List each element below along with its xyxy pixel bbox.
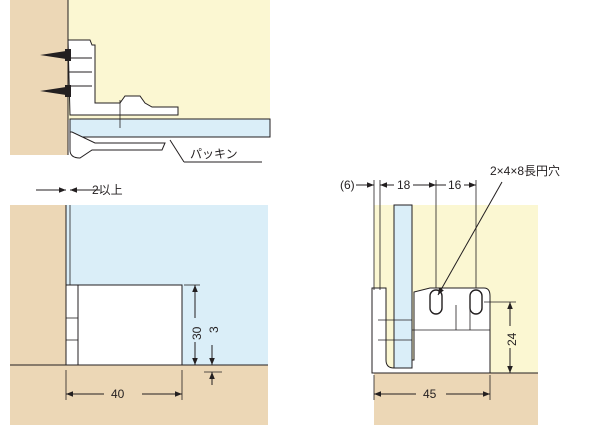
dim-45: 45 xyxy=(423,387,437,401)
side-shelf xyxy=(374,373,538,425)
dim-6: (6) xyxy=(340,178,355,192)
top-glass-panel xyxy=(69,118,271,138)
slot-leader xyxy=(437,181,503,296)
top-hinge-body xyxy=(67,39,179,116)
side-view: (6) 18 16 2×4×8長円穴 24 45 xyxy=(340,163,560,425)
gasket-label: パッキン xyxy=(190,147,238,161)
slot-label: 2×4×8長円穴 xyxy=(490,163,560,178)
front-view: 2以上 40 30 3 xyxy=(10,183,268,425)
front-shelf xyxy=(66,365,268,425)
top-wall xyxy=(10,0,68,155)
dim-16: 16 xyxy=(448,178,462,192)
top-cabinet-interior xyxy=(68,0,270,120)
top-hinge-clamp xyxy=(69,131,166,159)
screw-icon xyxy=(40,85,71,97)
front-hinge xyxy=(65,284,183,366)
gasket-leader xyxy=(169,139,185,163)
front-wall xyxy=(10,205,66,425)
slot-hole xyxy=(469,289,483,315)
dim-24: 24 xyxy=(505,332,519,346)
side-glass-edge xyxy=(393,204,413,371)
width-dimension: 40 xyxy=(111,387,125,401)
gap-dimension: 2以上 xyxy=(92,183,123,197)
dim-18: 18 xyxy=(397,178,411,192)
side-hinge-body xyxy=(371,287,491,374)
height-dimension: 30 xyxy=(190,326,204,340)
screw-icon xyxy=(40,49,71,61)
offset-dimension: 3 xyxy=(207,326,221,333)
top-view: パッキン xyxy=(10,0,271,163)
slot-hole xyxy=(429,289,443,315)
